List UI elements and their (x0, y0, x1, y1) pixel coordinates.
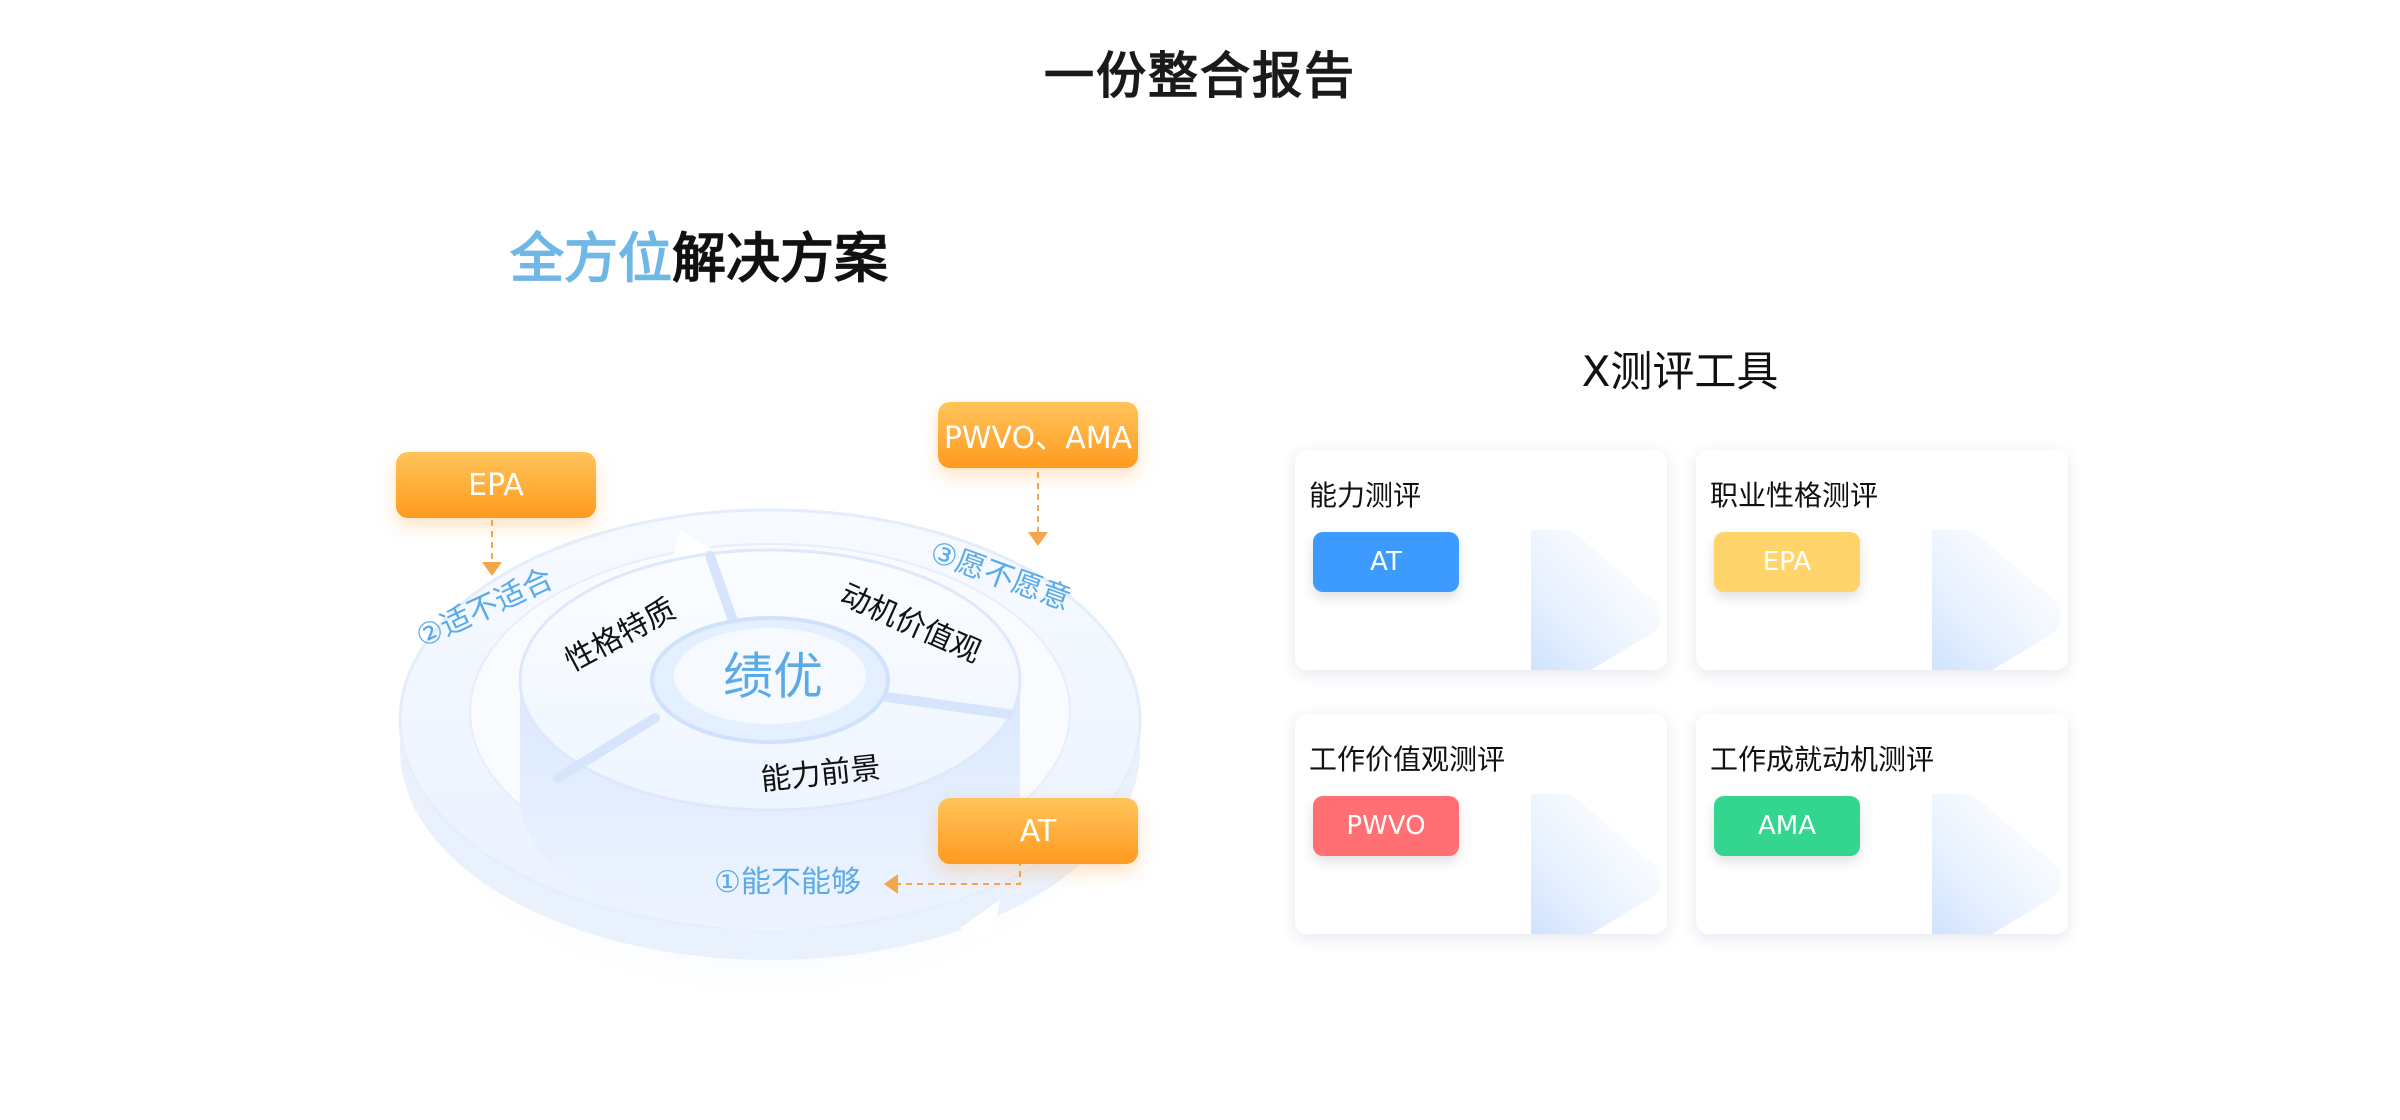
play-arrow-icon (1932, 530, 2062, 670)
connector-epa-arrow (482, 562, 502, 576)
connector-at (898, 860, 1021, 885)
tool-badge-ama[interactable]: AMA (1714, 796, 1860, 856)
solution-title-highlight: 全方位 (510, 227, 672, 290)
tool-card-title: 职业性格测评 (1710, 479, 1879, 512)
tool-badge-pwvo[interactable]: PWVO (1313, 796, 1459, 856)
tag-pwvo-ama: PWVO、AMA (938, 402, 1138, 468)
play-arrow-icon (1531, 530, 1661, 670)
divider-left (553, 713, 660, 783)
tool-card-title: 能力测评 (1309, 479, 1422, 512)
center-label: 绩优 (723, 648, 823, 706)
tool-card-ability[interactable]: 能力测评 AT (1295, 450, 1667, 670)
play-arrow-icon (1531, 794, 1661, 934)
solution-diagram: 绩优 性格特质 动机价值观 能力前景 ①能不能够 ②适不适合 ③愿不愿意 EPA… (380, 380, 1160, 1040)
solution-title: 全方位解决方案 (510, 214, 888, 293)
tool-card-personality[interactable]: 职业性格测评 EPA (1696, 450, 2068, 670)
tool-badge-epa[interactable]: EPA (1714, 532, 1860, 592)
page-title: 一份整合报告 (1044, 47, 1356, 105)
solution-title-rest: 解决方案 (672, 227, 888, 290)
tool-card-title: 工作价值观测评 (1309, 743, 1506, 776)
tag-at: AT (938, 798, 1138, 864)
ring-gap-right (960, 900, 1000, 940)
divider-top (705, 551, 737, 623)
tools-title: X测评工具 (1581, 347, 1779, 396)
tool-card-values[interactable]: 工作价值观测评 PWVO (1295, 714, 1667, 934)
hub-center (674, 628, 866, 724)
tool-card-achievement[interactable]: 工作成就动机测评 AMA (1696, 714, 2068, 934)
play-arrow-icon (1932, 794, 2062, 934)
tag-epa: EPA (396, 452, 596, 518)
connector-pwvo-arrow (1028, 532, 1048, 546)
tool-card-title: 工作成就动机测评 (1710, 743, 1935, 776)
tool-badge-at[interactable]: AT (1313, 532, 1459, 592)
diagram-graphic: 绩优 性格特质 动机价值观 能力前景 ①能不能够 ②适不适合 ③愿不愿意 (390, 472, 1150, 1010)
question-label-able: ①能不能够 (714, 865, 861, 900)
divider-right (875, 691, 1013, 719)
connector-at-arrow (884, 874, 898, 894)
